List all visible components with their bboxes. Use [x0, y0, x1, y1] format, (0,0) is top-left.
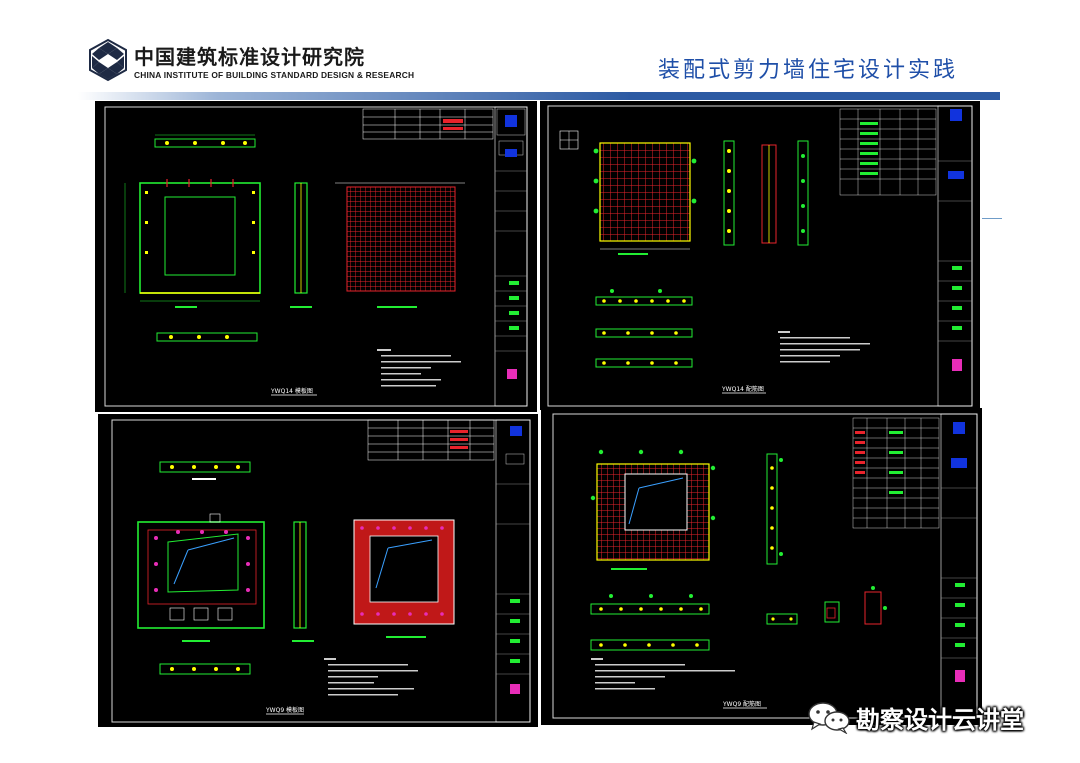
org-name-cn: 中国建筑标准设计研究院 [134, 45, 365, 69]
cad-sheet-ywq14-formwork: YWQ14 模板图 [95, 101, 537, 412]
hexagon-triangle-logo-icon [89, 38, 127, 82]
org-name-en: CHINA INSTITUTE OF BUILDING STANDARD DES… [134, 70, 415, 80]
sheet-title: YWQ9 配筋图 [722, 700, 761, 708]
wechat-watermark: 勘察设计云讲堂 [806, 696, 1056, 736]
cad-drawing: YWQ14 配筋图 [547, 105, 973, 407]
watermark-text: 勘察设计云讲堂 [856, 706, 1024, 734]
decorative-tick [982, 218, 1002, 219]
sheet-title: YWQ9 模板图 [265, 706, 304, 714]
cad-drawing: YWQ9 配筋图 [552, 413, 978, 719]
cad-sheet-ywq9-reinforcement: YWQ9 配筋图 [541, 408, 982, 725]
sheet-title: YWQ14 模板图 [270, 387, 313, 395]
page-title: 装配式剪力墙住宅设计实践 [657, 58, 958, 83]
header-rule [78, 92, 1000, 100]
cad-sheet-ywq9-formwork: YWQ9 模板图 [98, 414, 538, 727]
org-logo: 中国建筑标准设计研究院 CHINA INSTITUTE OF BUILDING … [86, 38, 506, 88]
cad-drawing: YWQ9 模板图 [111, 419, 531, 723]
slide-header: 中国建筑标准设计研究院 CHINA INSTITUTE OF BUILDING … [0, 0, 1080, 219]
cad-drawing: YWQ14 模板图 [104, 106, 528, 407]
wechat-icon [808, 702, 850, 734]
sheet-title: YWQ14 配筋图 [721, 385, 764, 393]
cad-sheet-ywq14-reinforcement: YWQ14 配筋图 [540, 101, 980, 410]
